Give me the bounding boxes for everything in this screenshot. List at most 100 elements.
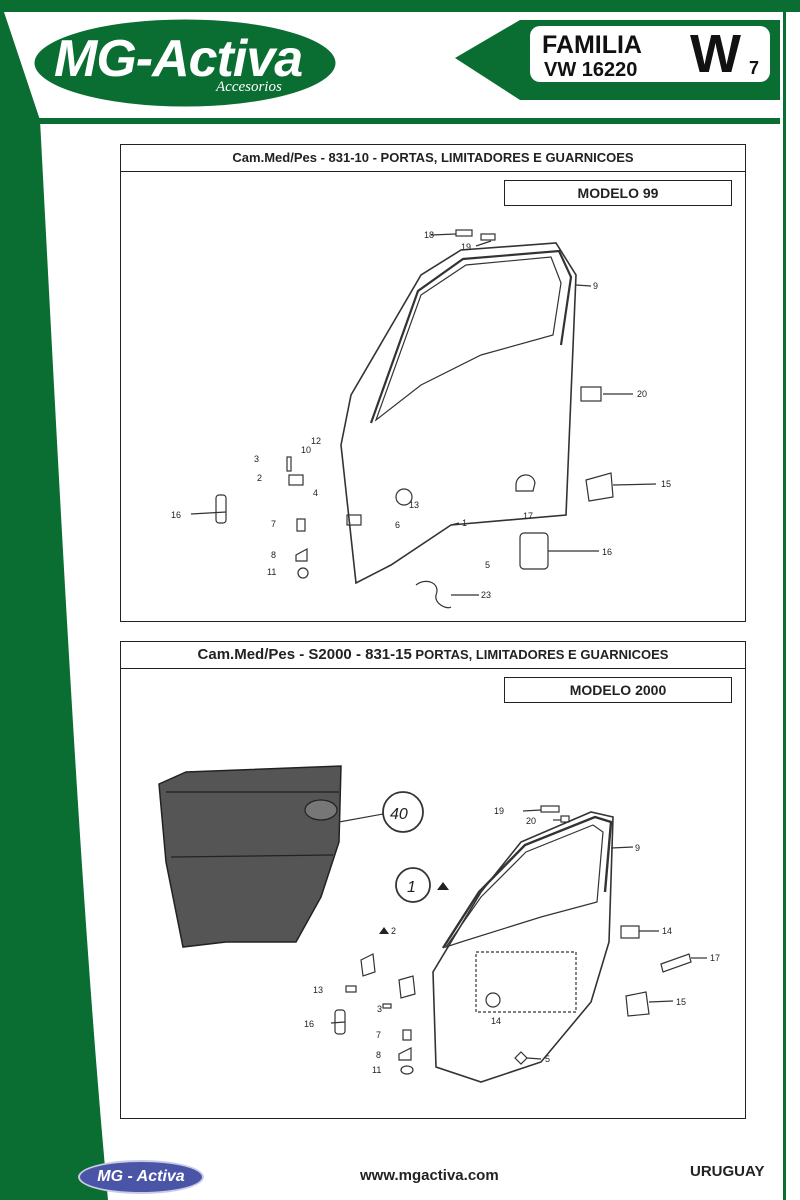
triangle-marker-1 bbox=[437, 882, 449, 890]
circle-40 bbox=[382, 791, 424, 833]
part-20b bbox=[560, 815, 570, 823]
callout-11: 11 bbox=[267, 567, 276, 577]
part-11 bbox=[297, 567, 309, 579]
footer-logo-text: MG - Activa bbox=[97, 1168, 185, 1185]
section-2-callouts: 40 1 19 20 9 14 2 17 13 15 3 14 16 7 8 5… bbox=[304, 806, 720, 1075]
callout-6: 6 bbox=[395, 520, 400, 530]
callout-5b: 5 bbox=[545, 1054, 550, 1064]
section-1-model-label: MODELO 99 bbox=[577, 185, 659, 201]
part-17 bbox=[215, 494, 227, 524]
callout-18: 17 bbox=[523, 511, 533, 521]
door-window-frame bbox=[374, 256, 562, 422]
callout-3: 3 bbox=[254, 454, 259, 464]
part-11b bbox=[400, 1065, 414, 1075]
callout-13: 13 bbox=[409, 500, 419, 510]
door-handle-part bbox=[346, 514, 362, 526]
callout-20b: 20 bbox=[526, 816, 536, 826]
callout-1: 1 bbox=[462, 518, 467, 528]
callout-17: 16 bbox=[171, 510, 181, 520]
footer-website[interactable]: www.mgactiva.com bbox=[360, 1167, 499, 1184]
circle-1 bbox=[395, 867, 431, 903]
part-23 bbox=[415, 580, 452, 609]
header-logo-subtext: Accesorios bbox=[216, 79, 282, 95]
callout-2: 2 bbox=[257, 473, 262, 483]
door-seal bbox=[369, 249, 573, 424]
familia-box: FAMILIA VW 16220 W 7 bbox=[530, 26, 770, 82]
callout-1b: 1 bbox=[407, 879, 416, 896]
part-2 bbox=[288, 474, 304, 486]
callout-5: 5 bbox=[485, 560, 490, 570]
model-code: VW 16220 bbox=[544, 59, 638, 81]
door-window-opening bbox=[444, 824, 604, 949]
callout-20: 19 bbox=[461, 242, 471, 252]
part-16b bbox=[660, 953, 692, 973]
section-2-title-strong: Cam.Med/Pes - S2000 - 831-15 bbox=[197, 646, 412, 663]
section-2-title: Cam.Med/Pes - S2000 - 831-15 PORTAS, LIM… bbox=[121, 642, 745, 669]
section-2-title-rest: PORTAS, LIMITADORES E GUARNICOES bbox=[411, 647, 669, 662]
triangle-marker-2 bbox=[379, 927, 389, 934]
callout-3b: 3 bbox=[377, 1004, 382, 1014]
door-frame-outline bbox=[432, 811, 614, 1083]
callout-7b: 7 bbox=[376, 1030, 381, 1040]
part-19b bbox=[540, 805, 560, 813]
callout-19b: 19 bbox=[494, 806, 504, 816]
callout-15: 15 bbox=[661, 479, 671, 489]
section-1-title-text: Cam.Med/Pes - 831-10 - PORTAS, LIMITADOR… bbox=[232, 150, 634, 165]
right-border bbox=[783, 0, 786, 1200]
door-skin-handle-recess bbox=[304, 799, 338, 821]
callout-12b: 13 bbox=[313, 985, 323, 995]
callout-9: 9 bbox=[593, 281, 598, 291]
section-1-callouts: 18 19 9 20 10 12 3 2 4 13 6 1 15 17 16 7… bbox=[171, 230, 671, 600]
part-18 bbox=[515, 474, 536, 492]
callout-40: 40 bbox=[390, 806, 408, 823]
part-20 bbox=[480, 233, 496, 241]
part-8 bbox=[295, 547, 308, 562]
callout-16: 16 bbox=[602, 547, 612, 557]
door-lock-2 bbox=[485, 992, 501, 1008]
footer-logo: MG - Activa bbox=[78, 1160, 204, 1194]
part-3b bbox=[382, 1003, 392, 1009]
section-1-title: Cam.Med/Pes - 831-10 - PORTAS, LIMITADOR… bbox=[121, 145, 745, 172]
callout-14: 14 bbox=[662, 926, 672, 936]
callout-19: 18 bbox=[424, 230, 434, 240]
section-2-diagram bbox=[158, 765, 707, 1083]
callout-2b: 2 bbox=[391, 926, 396, 936]
part-15b bbox=[625, 991, 650, 1017]
callout-15b: 15 bbox=[676, 997, 686, 1007]
callout-10: 10 bbox=[301, 445, 311, 455]
callout-9b: 9 bbox=[635, 843, 640, 853]
section-1-panel: Cam.Med/Pes - 831-10 - PORTAS, LIMITADOR… bbox=[120, 144, 746, 622]
left-green-band bbox=[0, 0, 108, 1200]
part-12 bbox=[345, 985, 357, 993]
section-2-model-box: MODELO 2000 bbox=[504, 677, 732, 703]
callout-23: 23 bbox=[481, 590, 491, 600]
part-3 bbox=[286, 456, 292, 472]
door-lock-part bbox=[395, 488, 413, 506]
header-underline bbox=[30, 118, 780, 124]
callout-12: 12 bbox=[311, 436, 321, 446]
section-2-model-label: MODELO 2000 bbox=[569, 682, 667, 698]
brand-letter: W bbox=[690, 24, 741, 84]
callout-17b: 16 bbox=[304, 1019, 314, 1029]
part-7b bbox=[402, 1029, 412, 1041]
callout-22: 20 bbox=[637, 389, 647, 399]
part-19 bbox=[455, 229, 473, 237]
part-2a bbox=[360, 953, 376, 977]
part-5b bbox=[514, 1051, 528, 1065]
header-logo: MG-Activa Accesorios bbox=[40, 25, 330, 105]
part-14 bbox=[620, 925, 640, 939]
callout-16b: 17 bbox=[710, 953, 720, 963]
callout-11b: 11 bbox=[372, 1065, 381, 1075]
callout-4: 4 bbox=[313, 488, 318, 498]
callout-8b: 8 bbox=[376, 1050, 381, 1060]
part-22 bbox=[580, 386, 602, 402]
part-8b bbox=[398, 1047, 412, 1061]
part-15 bbox=[585, 472, 614, 502]
section-2-panel: Cam.Med/Pes - S2000 - 831-15 PORTAS, LIM… bbox=[120, 641, 746, 1119]
callout-8: 8 bbox=[271, 550, 276, 560]
callout-7: 7 bbox=[271, 519, 276, 529]
section-1-diagram bbox=[190, 229, 657, 609]
header-logo-text: MG-Activa bbox=[54, 30, 303, 88]
footer-country: URUGUAY bbox=[690, 1163, 765, 1180]
header-green-band bbox=[0, 0, 800, 12]
